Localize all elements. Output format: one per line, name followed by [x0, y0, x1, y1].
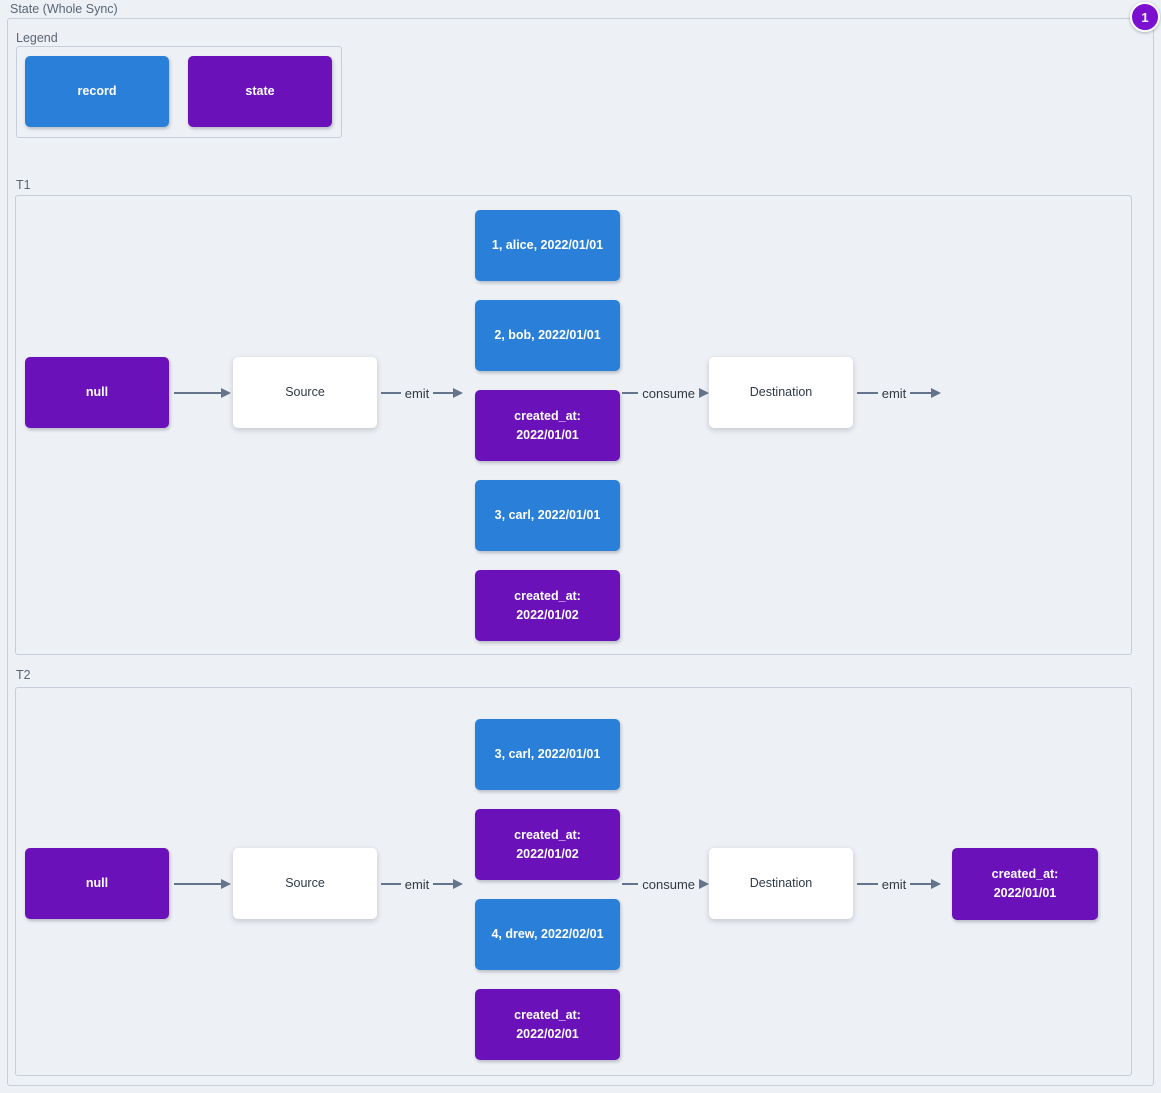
legend-item-record: record	[25, 56, 169, 127]
t1-state-created-at-2: created_at: 2022/01/02	[475, 570, 620, 641]
edge-label-emit: emit	[881, 385, 907, 401]
t1-arrow-null-to-source	[174, 381, 231, 405]
t2-source-node: Source	[233, 848, 377, 919]
edge-label-consume: consume	[642, 876, 695, 892]
t2-state-created-at-1: created_at: 2022/01/02	[475, 809, 620, 880]
t2-destination-node: Destination	[709, 848, 853, 919]
t1-destination-node: Destination	[709, 357, 853, 428]
t1-state-created-at-1: created_at: 2022/01/01	[475, 390, 620, 461]
arrow-line	[433, 391, 453, 395]
edge-label-emit: emit	[404, 876, 430, 892]
t1-record-bob: 2, bob, 2022/01/01	[475, 300, 620, 371]
arrowhead-icon	[453, 879, 463, 889]
arrow-line	[174, 391, 221, 395]
arrow-line	[433, 882, 453, 886]
arrow-line	[910, 882, 931, 886]
arrowhead-icon	[221, 879, 231, 889]
outer-cluster-border	[7, 18, 1154, 1086]
arrowhead-icon	[931, 879, 941, 889]
section-t1-title: T1	[16, 178, 31, 192]
count-badge[interactable]: 1	[1130, 2, 1160, 32]
t2-null-state-node: null	[25, 848, 169, 919]
t1-source-node: Source	[233, 357, 377, 428]
edge-label-emit: emit	[881, 876, 907, 892]
arrowhead-icon	[931, 388, 941, 398]
t1-record-alice: 1, alice, 2022/01/01	[475, 210, 620, 281]
arrow-line	[622, 391, 639, 395]
t2-arrow-null-to-source	[174, 872, 231, 896]
t1-record-carl: 3, carl, 2022/01/01	[475, 480, 620, 551]
t2-arrow-emit-destination: emit	[857, 872, 941, 896]
arrow-line	[857, 882, 878, 886]
t2-state-created-at-2: created_at: 2022/02/01	[475, 989, 620, 1060]
diagram-title: State (Whole Sync)	[10, 2, 118, 16]
legend-cluster-border	[16, 46, 342, 138]
t2-record-drew: 4, drew, 2022/02/01	[475, 899, 620, 970]
legend-title: Legend	[16, 31, 58, 45]
arrowhead-icon	[699, 879, 709, 889]
section-t2-title: T2	[16, 668, 31, 682]
edge-label-emit: emit	[404, 385, 430, 401]
t2-record-carl: 3, carl, 2022/01/01	[475, 719, 620, 790]
section-t2-border	[15, 687, 1132, 1076]
t2-output-state-node: created_at: 2022/01/01	[952, 848, 1098, 920]
arrow-line	[910, 391, 931, 395]
section-t1-border	[15, 195, 1132, 655]
legend-item-state: state	[188, 56, 332, 127]
t1-arrow-emit-source: emit	[381, 381, 463, 405]
arrowhead-icon	[699, 388, 709, 398]
arrow-line	[622, 882, 639, 886]
arrow-line	[381, 391, 401, 395]
arrowhead-icon	[453, 388, 463, 398]
arrow-line	[381, 882, 401, 886]
t1-arrow-consume: consume	[622, 381, 709, 405]
t2-arrow-consume: consume	[622, 872, 709, 896]
arrow-line	[857, 391, 878, 395]
arrowhead-icon	[221, 388, 231, 398]
t1-arrow-emit-destination: emit	[857, 381, 941, 405]
edge-label-consume: consume	[642, 385, 695, 401]
t1-null-state-node: null	[25, 357, 169, 428]
t2-arrow-emit-source: emit	[381, 872, 463, 896]
arrow-line	[174, 882, 221, 886]
